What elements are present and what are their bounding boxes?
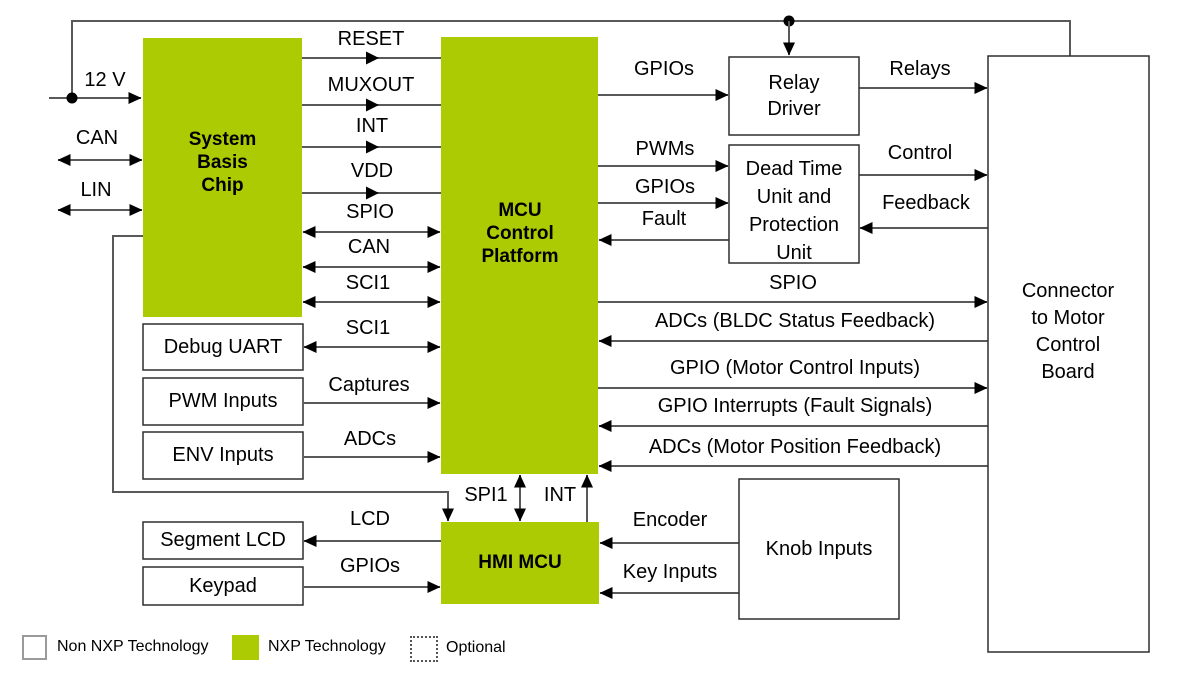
- env-inputs-title: ENV Inputs: [172, 444, 274, 466]
- label-feedback: Feedback: [882, 192, 970, 214]
- block-hmi-mcu: [441, 522, 599, 604]
- legend-label-optional: Optional: [446, 639, 506, 656]
- label-muxout: MUXOUT: [327, 74, 415, 96]
- block-dead-time-unit: [728, 144, 860, 264]
- label-lcd: LCD: [349, 508, 391, 530]
- label-12v: 12 V: [84, 69, 126, 91]
- label-int-sbc: INT: [355, 115, 389, 137]
- label-sci1-sbc: SCI1: [345, 272, 391, 294]
- label-fault: Fault: [641, 208, 687, 230]
- label-can-sbc: CAN: [347, 236, 391, 258]
- legend-label-nxp: NXP Technology: [268, 638, 386, 655]
- arrowhead-vdd: [366, 186, 379, 200]
- knob-inputs-title: Knob Inputs: [765, 537, 873, 560]
- legend-swatch-optional: [410, 636, 438, 662]
- hmi-mcu-title: HMI MCU: [478, 552, 562, 573]
- label-gpios-relay: GPIOs: [633, 58, 695, 80]
- label-key-inputs: Key Inputs: [622, 561, 718, 583]
- label-sci1-debug: SCI1: [345, 317, 391, 339]
- label-encoder: Encoder: [632, 509, 708, 531]
- legend-swatch-non-nxp: [22, 635, 47, 660]
- connector-title: Connector to Motor Control Board: [1021, 280, 1115, 383]
- label-spio-sbc: SPIO: [346, 201, 394, 223]
- label-relays: Relays: [889, 58, 951, 80]
- keypad-title: Keypad: [189, 574, 257, 597]
- label-vdd: VDD: [350, 160, 394, 182]
- block-relay-driver: [728, 56, 860, 136]
- label-gpio-interrupts: GPIO Interrupts (Fault Signals): [657, 395, 933, 417]
- label-pwms: PWMs: [635, 138, 695, 160]
- debug-uart-title: Debug UART: [163, 335, 283, 358]
- block-connector: [987, 55, 1150, 653]
- arrowhead-muxout: [366, 98, 379, 112]
- label-spi1: SPI1: [464, 484, 508, 506]
- block-keypad: [142, 566, 304, 606]
- label-gpio-motor: GPIO (Motor Control Inputs): [669, 357, 921, 379]
- relay-driver-title: Relay Driver: [767, 72, 821, 120]
- arrowhead-int-sbc: [366, 140, 379, 154]
- label-spio-connector: SPIO: [769, 272, 817, 294]
- label-adcs-env: ADCs: [343, 428, 397, 450]
- block-system-basis-chip: [143, 38, 302, 317]
- junction-dot-12v: [66, 92, 78, 104]
- segment-lcd-title: Segment LCD: [160, 529, 286, 551]
- block-pwm-inputs: [142, 377, 304, 426]
- wire-sbc-to-hmi: [112, 235, 454, 522]
- label-captures: Captures: [328, 374, 410, 396]
- label-int-hmi: INT: [543, 484, 577, 506]
- block-knob-inputs: [738, 478, 900, 620]
- label-gpios-dtu: GPIOs: [634, 176, 696, 198]
- block-segment-lcd: [142, 521, 304, 560]
- system-basis-chip-title: System Basis Chip: [188, 129, 257, 196]
- label-control: Control: [887, 142, 953, 164]
- label-lin-bus: LIN: [80, 179, 112, 201]
- label-can-bus: CAN: [75, 127, 119, 149]
- legend-label-non-nxp: Non NXP Technology: [57, 638, 209, 655]
- block-mcu-control-platform: [441, 37, 598, 474]
- label-reset: RESET: [337, 28, 405, 50]
- block-debug-uart: [142, 323, 304, 371]
- arrowhead-reset: [366, 51, 379, 65]
- label-adcs-position: ADCs (Motor Position Feedback): [648, 436, 942, 458]
- label-gpios-keypad: GPIOs: [339, 555, 401, 577]
- legend-swatch-nxp: [232, 635, 259, 660]
- label-adcs-bldc: ADCs (BLDC Status Feedback): [654, 310, 936, 332]
- mcu-control-platform-title: MCU Control Platform: [481, 200, 559, 267]
- dead-time-unit-title: Dead Time Unit and Protection Unit: [745, 158, 843, 264]
- pwm-inputs-title: PWM Inputs: [168, 390, 278, 412]
- block-env-inputs: [142, 431, 304, 480]
- wire-12v-top-rail: [71, 20, 1071, 98]
